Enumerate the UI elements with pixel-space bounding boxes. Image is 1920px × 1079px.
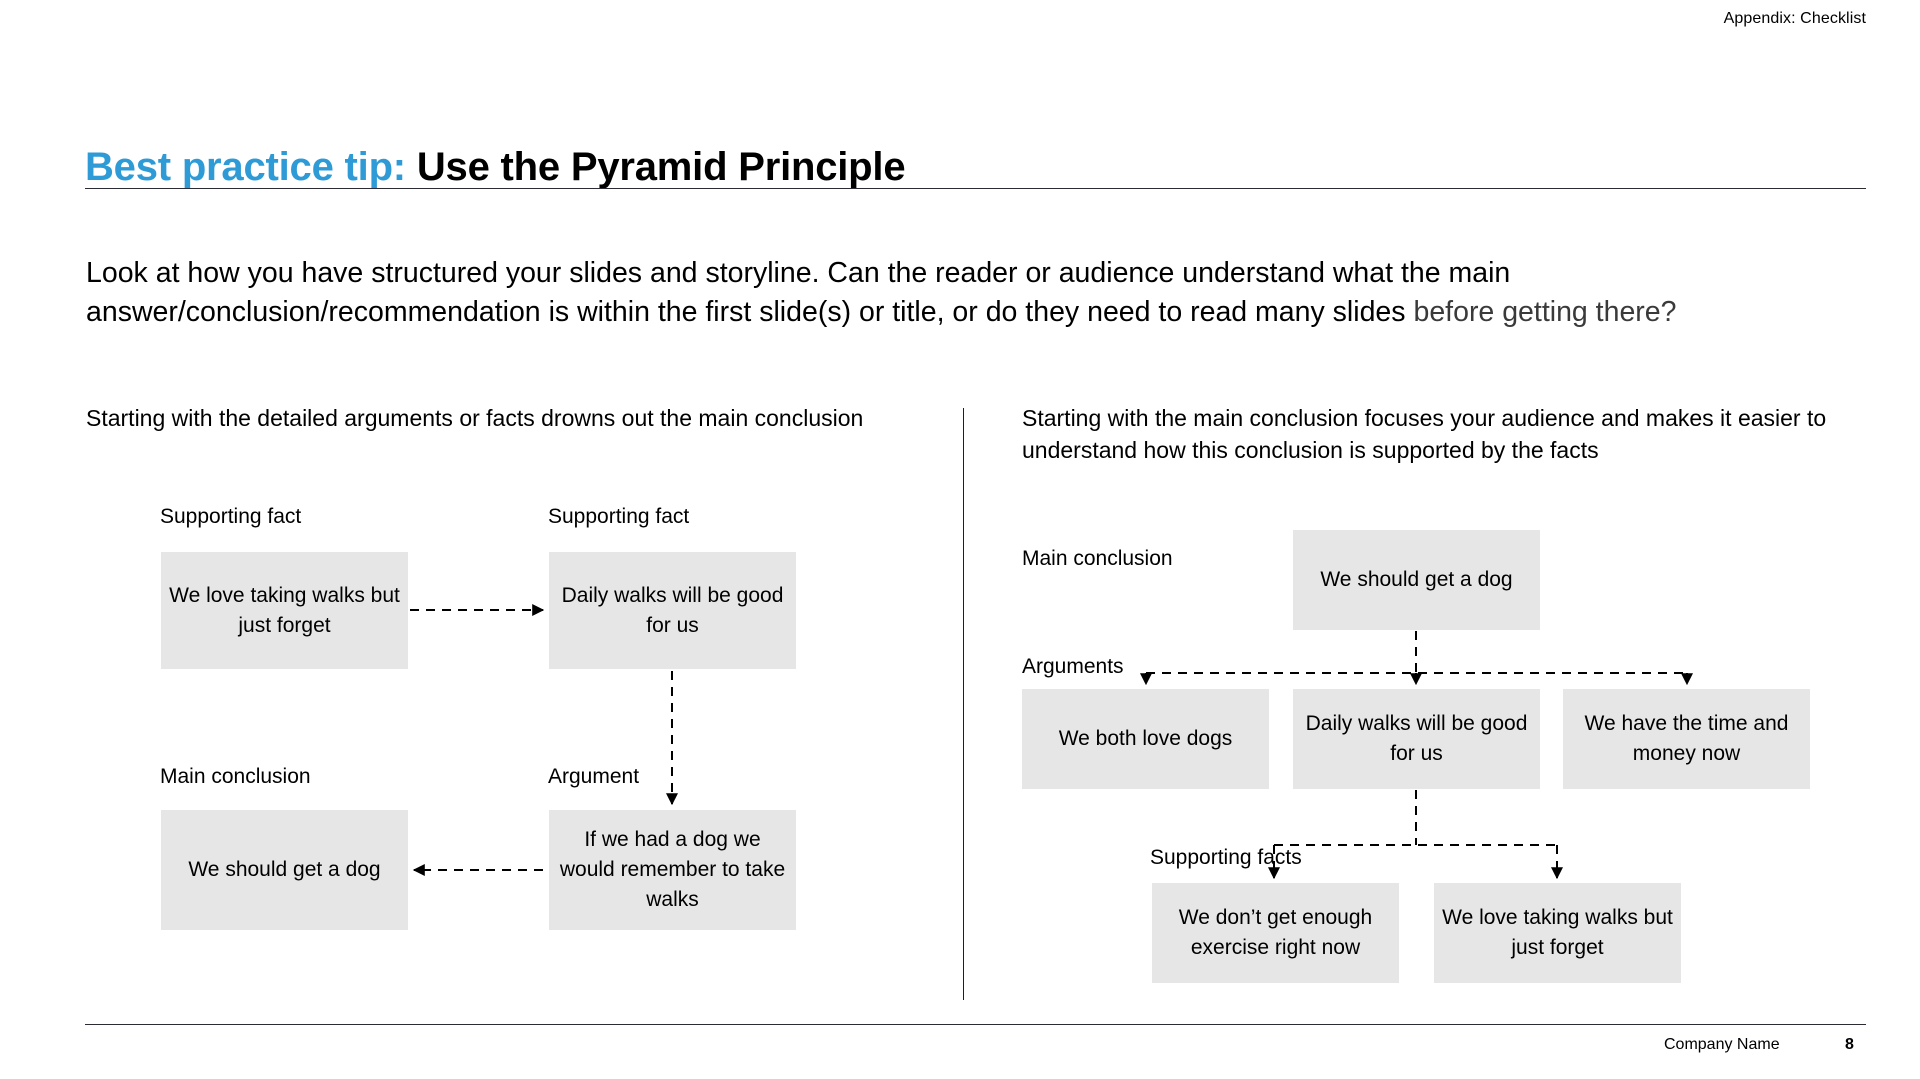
header-divider xyxy=(85,188,1866,189)
intro-paragraph: Look at how you have structured your sli… xyxy=(86,254,1856,332)
intro-line-2-main: conclusion/recommendation is within the … xyxy=(185,296,1414,328)
left-panel-lead: Starting with the detailed arguments or … xyxy=(86,405,864,431)
right-panel-lead: Starting with the main conclusion focuse… xyxy=(1022,405,1827,463)
right-box-supporting-fact-2[interactable]: We love taking walks but just forget xyxy=(1434,883,1681,983)
panel-divider xyxy=(963,408,964,1000)
right-label-main-conclusion: Main conclusion xyxy=(1022,547,1173,570)
page-title: Best practice tip: Use the Pyramid Princ… xyxy=(85,144,906,190)
left-label-main-conclusion: Main conclusion xyxy=(160,765,311,788)
right-box-argument-3[interactable]: We have the time and money now xyxy=(1563,689,1810,789)
page-title-rest: Use the Pyramid Principle xyxy=(416,144,906,189)
left-label-argument: Argument xyxy=(548,765,640,788)
left-box-supporting-fact-1[interactable]: We love taking walks but just forget xyxy=(161,552,408,669)
right-box-main-conclusion[interactable]: We should get a dog xyxy=(1293,530,1540,630)
appendix-label: Appendix: Checklist xyxy=(1723,10,1866,27)
intro-line-1: Look at how you have structured your sli… xyxy=(86,257,1511,328)
right-box-supporting-fact-1[interactable]: We don’t get enough exercise right now xyxy=(1152,883,1399,983)
page-title-accent: Best practice tip: xyxy=(85,144,406,189)
left-label-supporting-fact-2: Supporting fact xyxy=(548,505,690,528)
intro-line-2-dim: before getting there? xyxy=(1413,296,1677,328)
footer-company-name: Company Name xyxy=(1664,1036,1780,1053)
left-box-supporting-fact-2[interactable]: Daily walks will be good for us xyxy=(549,552,796,669)
left-label-supporting-fact-1: Supporting fact xyxy=(160,505,302,528)
footer-divider xyxy=(85,1024,1866,1025)
left-box-main-conclusion[interactable]: We should get a dog xyxy=(161,810,408,930)
right-label-supporting-facts: Supporting facts xyxy=(1150,846,1302,869)
right-box-argument-1[interactable]: We both love dogs xyxy=(1022,689,1269,789)
left-box-argument[interactable]: If we had a dog we would remember to tak… xyxy=(549,810,796,930)
right-box-argument-2[interactable]: Daily walks will be good for us xyxy=(1293,689,1540,789)
footer-page-number: 8 xyxy=(1845,1036,1854,1053)
right-label-arguments: Arguments xyxy=(1022,655,1124,678)
